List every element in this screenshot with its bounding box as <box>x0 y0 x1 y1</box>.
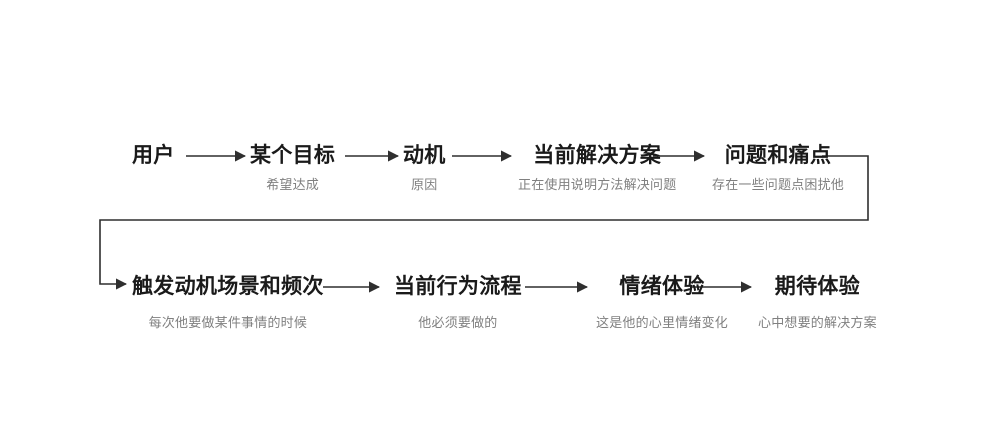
node-subtitle: 希望达成 <box>266 177 319 192</box>
node-label: 当前解决方案 <box>533 144 662 167</box>
node-problems-painpoints: 问题和痛点 存在一些问题点困扰他 <box>712 144 844 192</box>
node-label: 触发动机场景和频次 <box>132 275 324 298</box>
node-subtitle: 正在使用说明方法解决问题 <box>518 177 677 192</box>
node-expected-experience: 期待体验 心中想要的解决方案 <box>758 275 877 330</box>
node-current-solution: 当前解决方案 正在使用说明方法解决问题 <box>518 144 676 192</box>
node-label: 动机 <box>403 144 446 167</box>
node-subtitle: 他必须要做的 <box>418 315 498 330</box>
node-emotional-experience: 情绪体验 这是他的心里情绪变化 <box>596 275 728 330</box>
node-label: 当前行为流程 <box>394 275 522 298</box>
node-trigger-scene-frequency: 触发动机场景和频次 每次他要做某件事情的时候 <box>132 275 324 330</box>
node-label: 用户 <box>132 144 175 167</box>
node-label: 某个目标 <box>250 144 336 167</box>
node-subtitle: 每次他要做某件事情的时候 <box>148 315 308 330</box>
node-label: 问题和痛点 <box>724 144 832 167</box>
node-user: 用户 <box>132 144 175 168</box>
node-label: 期待体验 <box>774 275 860 298</box>
node-label: 情绪体验 <box>619 275 705 298</box>
node-current-behavior-flow: 当前行为流程 他必须要做的 <box>394 275 522 330</box>
node-subtitle: 原因 <box>411 177 438 192</box>
node-motivation: 动机 原因 <box>403 144 446 192</box>
node-subtitle: 心中想要的解决方案 <box>758 315 877 330</box>
node-subtitle: 存在一些问题点困扰他 <box>712 177 845 192</box>
node-subtitle: 这是他的心里情绪变化 <box>596 315 729 330</box>
node-goal: 某个目标 希望达成 <box>250 144 335 192</box>
